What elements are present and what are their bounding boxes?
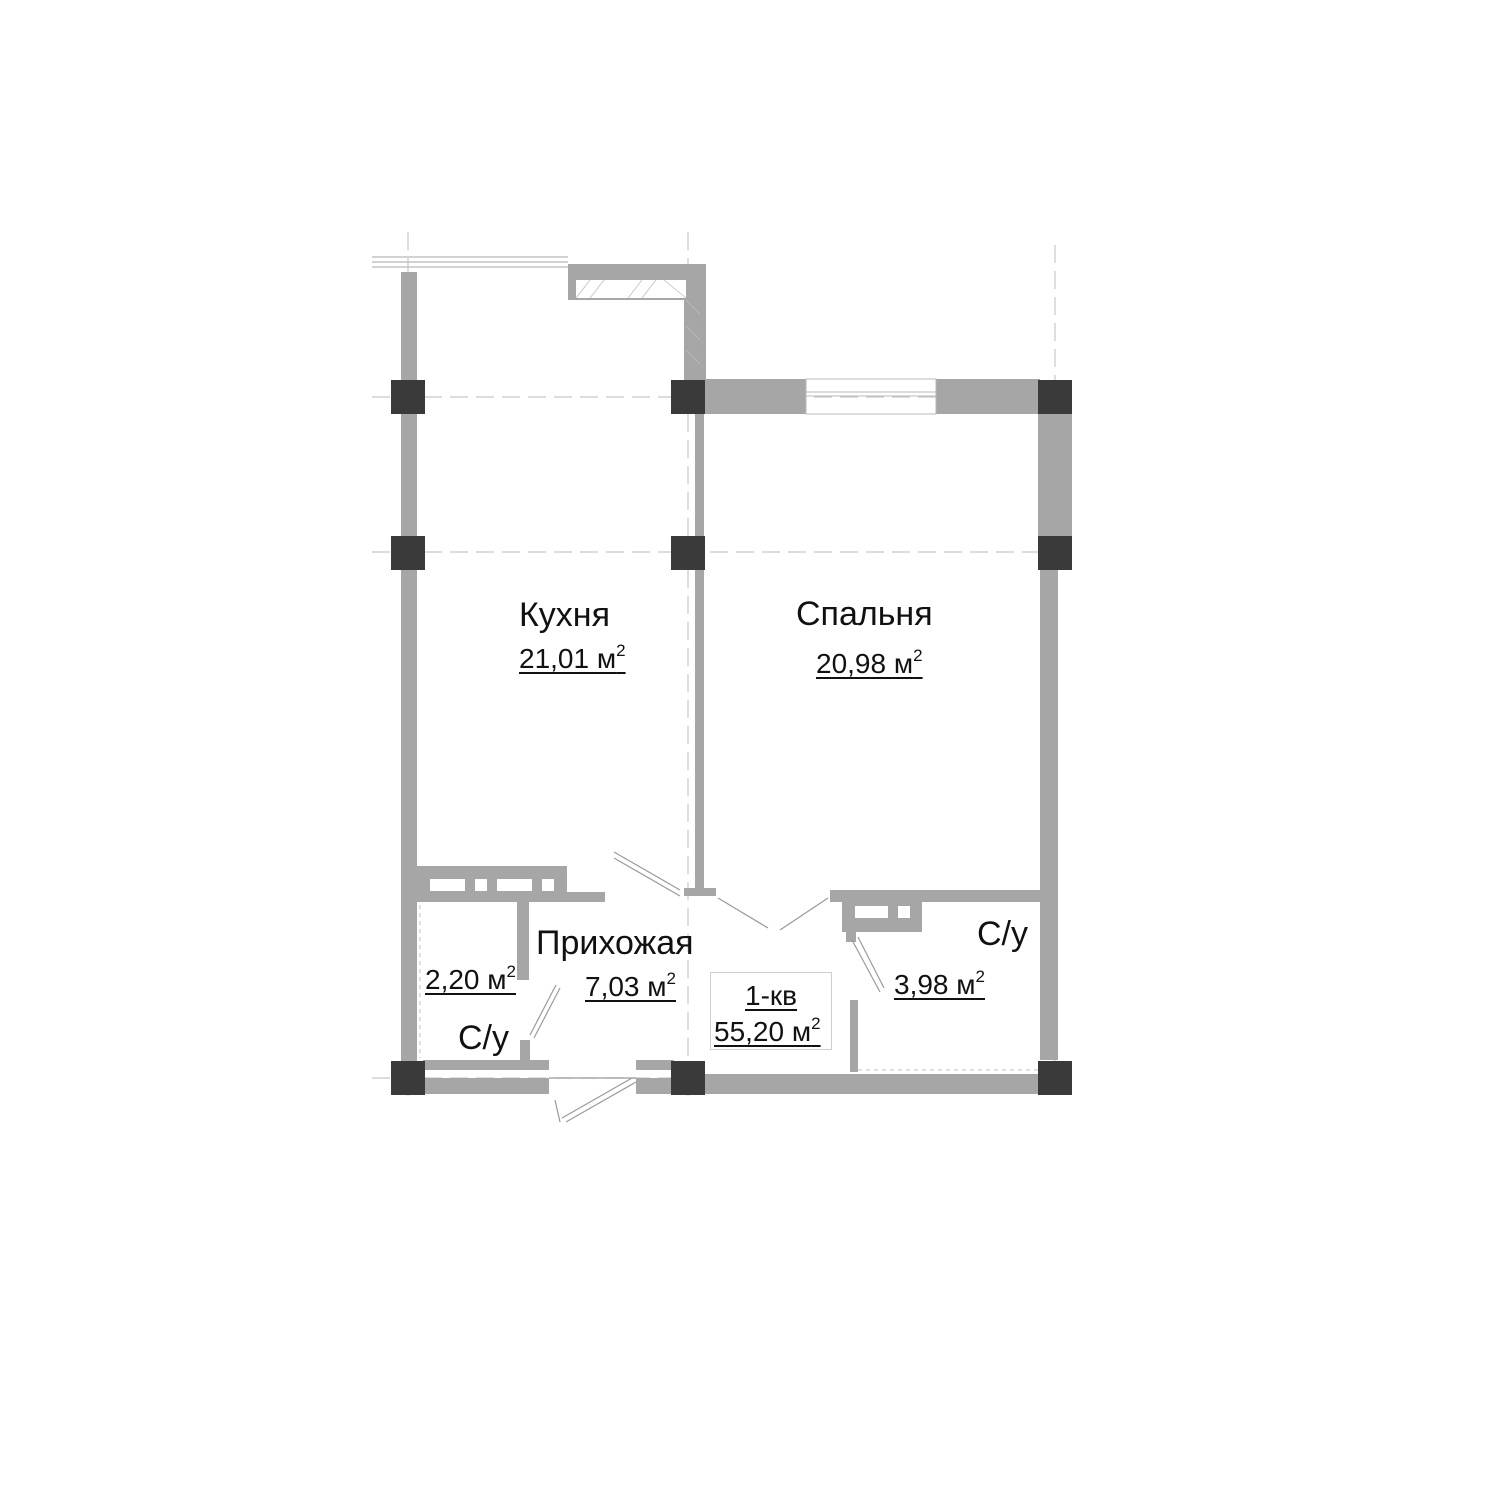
doors [529,851,885,1123]
room-area-wc-left-value: 2,20 м [425,964,507,995]
room-area-wc-right: 3,98 м2 [894,967,985,1001]
apartment-type: 1-кв [745,980,798,1011]
room-name-kitchen: Кухня [519,596,610,634]
columns [391,380,1072,1095]
room-area-kitchen: 21,01 м2 [519,641,626,675]
room-area-hallway-value: 7,03 м [585,971,667,1002]
balcony-hatch [575,279,701,365]
apartment-total-area-value: 55,20 м [714,1016,812,1047]
unit-superscript: 2 [975,967,985,986]
unit-superscript: 2 [913,646,923,665]
unit-superscript: 2 [666,969,676,988]
room-area-bedroom: 20,98 м2 [816,646,923,680]
bedroom-window [805,378,937,415]
unit-superscript: 2 [506,962,516,981]
apartment-summary-box [710,972,832,1050]
unit-superscript: 2 [811,1014,821,1033]
room-name-wc-left: С/у [458,1019,509,1057]
wall-cutouts [430,280,910,918]
room-name-bedroom: Спальня [796,595,933,633]
room-name-hallway: Прихожая [536,924,694,962]
balcony-window [372,256,568,268]
unit-superscript: 2 [616,641,626,660]
room-name-wc-right: С/у [977,915,1028,953]
room-area-kitchen-value: 21,01 м [519,643,617,674]
room-area-wc-right-value: 3,98 м [894,969,976,1000]
room-area-wc-left: 2,20 м2 [425,962,516,996]
apartment-total-area: 55,20 м2 [714,1014,821,1048]
room-area-bedroom-value: 20,98 м [816,648,914,679]
inner-outlines [419,905,1040,1071]
room-area-hallway: 7,03 м2 [585,969,676,1003]
